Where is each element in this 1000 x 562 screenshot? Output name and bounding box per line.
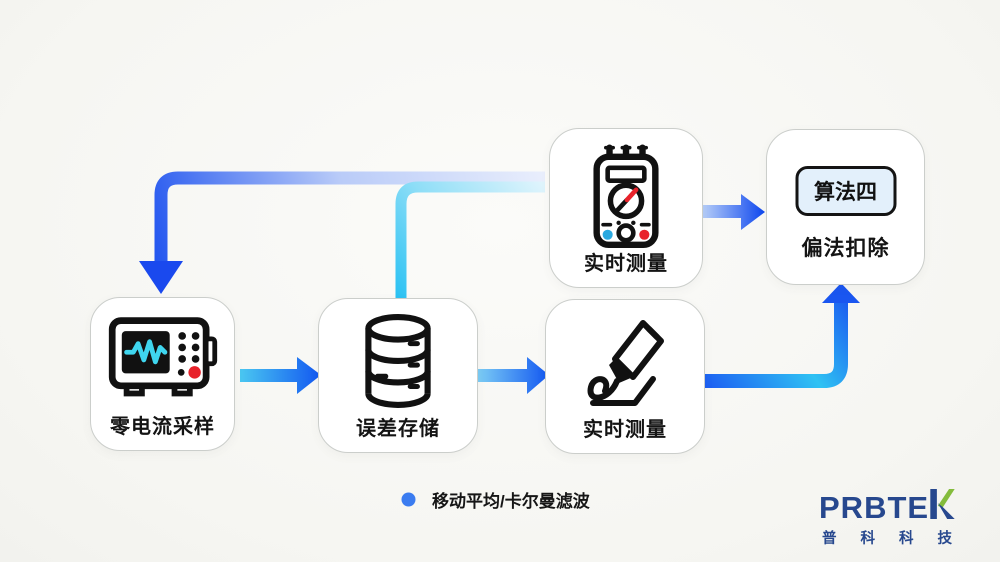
arrow-zero-to-storage xyxy=(240,357,321,394)
node-realtime-measure-bottom: 实时测量 xyxy=(545,299,705,454)
legend-dot-icon xyxy=(401,492,416,507)
node-label: 偏法扣除 xyxy=(801,237,890,260)
arrow-storage-to-measure xyxy=(471,357,549,394)
node-offset-removal: 算法四 偏法扣除 xyxy=(766,129,925,285)
node-zero-current-sampling: 零电流采样 xyxy=(90,297,235,451)
node-label: 误差存储 xyxy=(356,418,440,440)
brand-logo: PRBTE 普科科技 xyxy=(819,489,976,548)
node-label: 实时测量 xyxy=(584,253,668,275)
oscilloscope-icon xyxy=(91,312,234,404)
node-error-storage: 误差存储 xyxy=(318,298,478,453)
legend-label: 移动平均/卡尔曼滤波 xyxy=(432,492,590,511)
arrow-feedback-to-zero-sampling xyxy=(139,171,545,294)
database-icon xyxy=(319,313,477,411)
arrow-measure-to-offset xyxy=(703,283,860,388)
brand-k-icon xyxy=(930,489,955,523)
brand-subtext: 普科科技 xyxy=(822,531,976,547)
node-label: 实时测量 xyxy=(583,419,667,441)
node-label: 零电流采样 xyxy=(110,416,215,438)
multimeter-icon xyxy=(550,143,702,255)
algorithm-badge: 算法四 xyxy=(795,166,896,216)
node-realtime-measure-top: 实时测量 xyxy=(549,128,703,288)
probe-icon xyxy=(546,314,704,412)
arrow-topmeasure-to-offset xyxy=(703,194,765,230)
connector-to-error-storage xyxy=(395,181,545,298)
brand-text: PRBTE xyxy=(819,490,930,525)
brand-wordmark: PRBTE xyxy=(819,489,976,523)
legend: 移动平均/卡尔曼滤波 xyxy=(401,487,590,512)
